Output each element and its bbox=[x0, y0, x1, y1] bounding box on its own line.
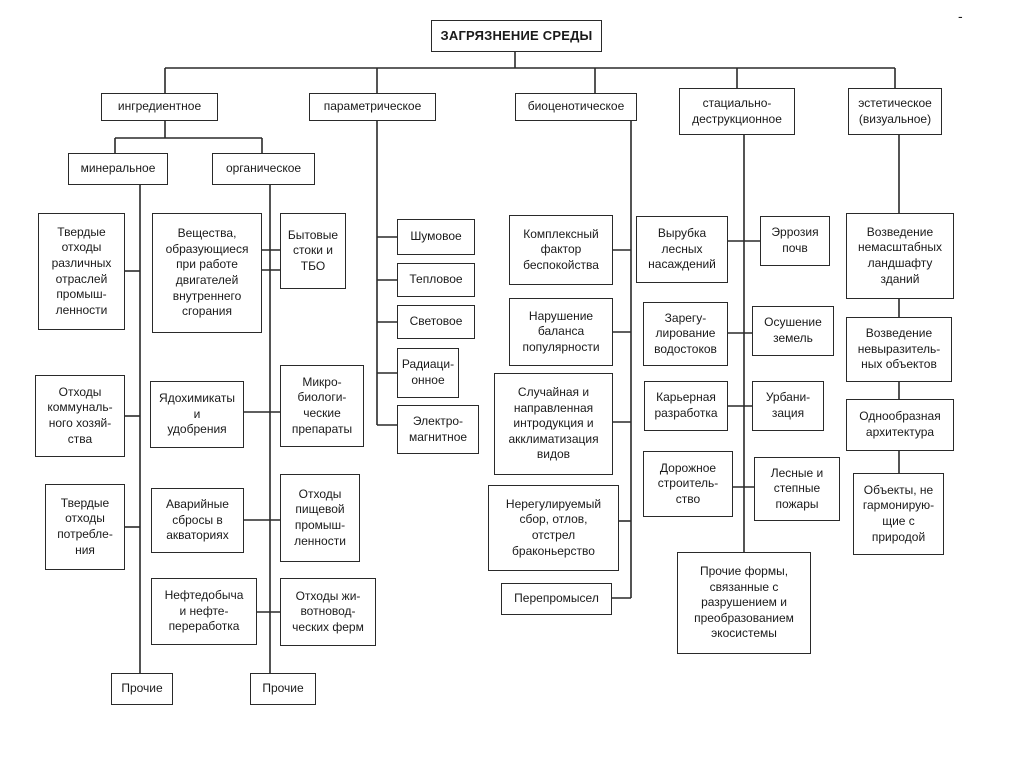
stational-item-other: Прочие формы, связанные с разрушением и … bbox=[677, 552, 811, 654]
organic-item: Бытовые стоки и ТБО bbox=[280, 213, 346, 289]
biocenotic-item: Нарушение баланса популярности bbox=[509, 298, 613, 366]
mineral-item: Отходы коммуналь- ного хозяй- ства bbox=[35, 375, 125, 457]
stational-item: Лесные и степные пожары bbox=[754, 457, 840, 521]
stational-item: Урбани- зация bbox=[752, 381, 824, 431]
organic-item-other: Прочие bbox=[250, 673, 316, 705]
aesthetic-item: Возведение немасштабных ландшафту зданий bbox=[846, 213, 954, 299]
category-aesthetic: эстетическое (визуальное) bbox=[848, 88, 942, 135]
subcategory-organic: органическое bbox=[212, 153, 315, 185]
stational-item: Эррозия почв bbox=[760, 216, 830, 266]
organic-item: Отходы пищевой промыш- ленности bbox=[280, 474, 360, 562]
aesthetic-item: Однообразная архитектура bbox=[846, 399, 954, 451]
parametric-item: Шумовое bbox=[397, 219, 475, 255]
category-biocenotic: биоценотическое bbox=[515, 93, 637, 121]
category-parametric: параметрическое bbox=[309, 93, 436, 121]
parametric-item: Радиаци- онное bbox=[397, 348, 459, 398]
mineral-item-other: Прочие bbox=[111, 673, 173, 705]
subcategory-mineral: минеральное bbox=[68, 153, 168, 185]
stational-item: Дорожное строитель- ство bbox=[643, 451, 733, 517]
mineral-item: Твердые отходы различных отраслей промыш… bbox=[38, 213, 125, 330]
biocenotic-item: Перепромысел bbox=[501, 583, 612, 615]
root-title-box: ЗАГРЯЗНЕНИЕ СРЕДЫ bbox=[431, 20, 602, 52]
mineral-item: Твердые отходы потребле- ния bbox=[45, 484, 125, 570]
organic-item: Микро- биологи- ческие препараты bbox=[280, 365, 364, 447]
corner-mark: - bbox=[958, 8, 963, 24]
parametric-item: Электро- магнитное bbox=[397, 405, 479, 454]
category-stational: стациально- деструкционное bbox=[679, 88, 795, 135]
organic-item: Отходы жи- вотновод- ческих ферм bbox=[280, 578, 376, 646]
ingredient-middle-item: Нефтедобыча и нефте- переработка bbox=[151, 578, 257, 645]
parametric-item: Световое bbox=[397, 305, 475, 339]
stational-item: Вырубка лесных насаждений bbox=[636, 216, 728, 283]
biocenotic-item: Случайная и направленная интродукция и а… bbox=[494, 373, 613, 475]
stational-item: Осушение земель bbox=[752, 306, 834, 356]
category-ingredient: ингредиентное bbox=[101, 93, 218, 121]
stational-item: Зарегу- лирование водостоков bbox=[643, 302, 728, 366]
ingredient-middle-item: Ядохимикаты и удобрения bbox=[150, 381, 244, 448]
aesthetic-item: Возведение невыразитель- ных объектов bbox=[846, 317, 952, 382]
ingredient-middle-item: Вещества, образующиеся при работе двигат… bbox=[152, 213, 262, 333]
ingredient-middle-item: Аварийные сбросы в акваториях bbox=[151, 488, 244, 553]
aesthetic-item: Объекты, не гармонирую- щие с природой bbox=[853, 473, 944, 555]
biocenotic-item: Комплексный фактор беспокойства bbox=[509, 215, 613, 285]
parametric-item: Тепловое bbox=[397, 263, 475, 297]
stational-item: Карьерная разработка bbox=[644, 381, 728, 431]
biocenotic-item: Нерегулируемый сбор, отлов, отстрел брак… bbox=[488, 485, 619, 571]
